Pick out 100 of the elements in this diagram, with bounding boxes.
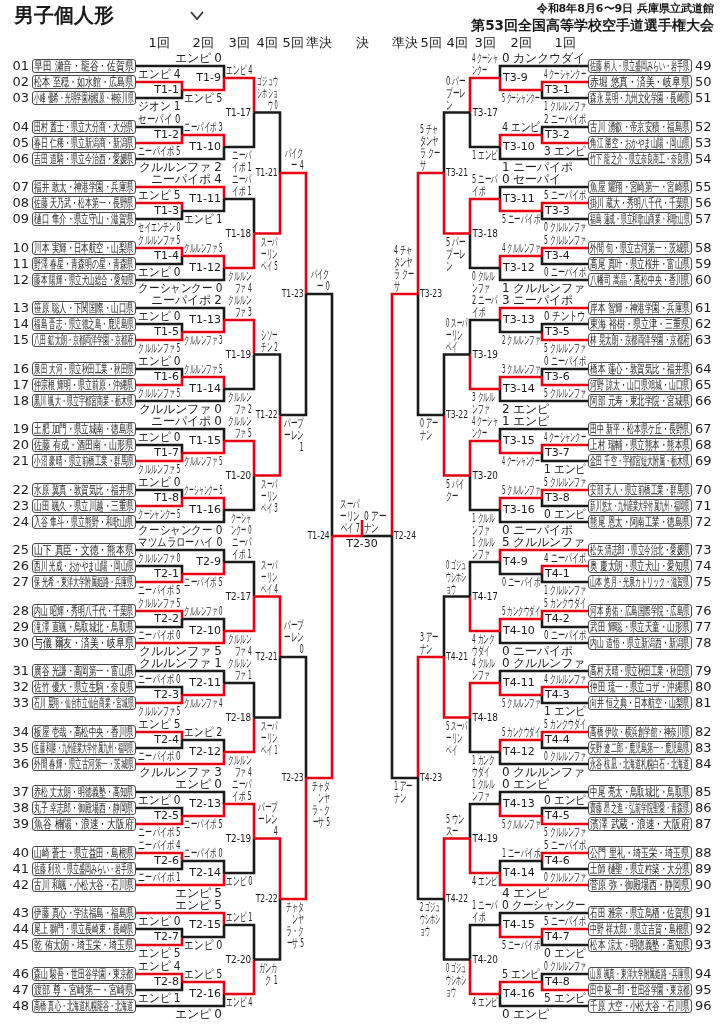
- bracket-line: [540, 564, 588, 574]
- entry-number: 95: [695, 983, 712, 997]
- entrant-card: 竹下 龍之介・県立奈良商工・奈良県: [588, 152, 692, 166]
- entry-number: 35: [12, 741, 29, 755]
- bracket-line: [136, 685, 184, 695]
- kata-score-label: 0 クルルンファ: [544, 960, 586, 972]
- bracket-line: [136, 185, 226, 199]
- bracket-line: [332, 534, 364, 538]
- kata-score-label: パイクー 4: [284, 147, 304, 171]
- bracket-line: [540, 256, 588, 266]
- entrant-card: 森山 駿吾・世田谷学園・東京都: [32, 967, 136, 981]
- entry-number: 22: [12, 483, 29, 497]
- kata-score-label: クルルンファ 5: [138, 463, 180, 475]
- kata-score-label: 5 ウンスー: [446, 812, 466, 837]
- entrant-card: 福島 晋志・県立徳之島・鹿児島県: [32, 317, 136, 331]
- entrant-card: 保 光希・東洋大学附属姫路・兵庫県: [32, 575, 136, 589]
- match-code: T4-6: [542, 855, 570, 867]
- bracket-line: [540, 453, 588, 463]
- bracket-line: [136, 619, 184, 629]
- bracket-line: [540, 211, 588, 221]
- bracket-line: [182, 925, 226, 939]
- bracket-line: [540, 367, 588, 377]
- match-code: T4-22: [444, 893, 468, 905]
- match-code: T3-17: [470, 106, 498, 119]
- match-code: T2-17: [226, 590, 254, 603]
- match-code: T4-15: [500, 919, 535, 931]
- entry-number: 59: [695, 257, 712, 271]
- entrant-card: 高村 天晴・県立秋田工業・秋田県: [588, 664, 692, 678]
- bracket-line: [182, 683, 226, 697]
- event-date-venue: 令和8年8月6〜9日 兵庫県立武道館: [536, 2, 714, 16]
- kata-score-label: ニーパイポ 3: [184, 121, 222, 133]
- match-code: T1-5: [154, 326, 182, 338]
- bracket-line: [498, 804, 542, 818]
- entry-number: 62: [695, 317, 712, 331]
- kata-score-label: 3 エンピ: [544, 145, 586, 157]
- bracket-line: [468, 354, 500, 391]
- round-heading: 3回: [474, 36, 496, 50]
- entrant-card: 滝澤 直颯・鳥取城北・鳥取県: [32, 620, 136, 634]
- match-code: T4-9: [500, 556, 528, 568]
- bracket-line: [224, 802, 256, 839]
- kata-score-label: クルルンファ 1: [227, 657, 252, 681]
- kata-score-label: 1 エンピ: [544, 705, 586, 717]
- bracket-line: [498, 496, 542, 510]
- entry-number: 81: [695, 696, 712, 710]
- bracket-line: [498, 669, 588, 683]
- entrant-card: 阿部 元寿・東北学院・宮城県: [588, 394, 692, 408]
- kata-score-label: 5 パイクー: [446, 477, 466, 502]
- kata-score-label: 0 ニーパイポ: [502, 645, 574, 657]
- kata-score-label: 2 クルルンファ: [502, 334, 540, 346]
- kata-score-label: クルルンファ 4: [227, 270, 252, 294]
- entry-number: 39: [12, 817, 29, 831]
- bracket-line: [224, 923, 256, 960]
- kata-score-label: エンピ 1: [226, 911, 252, 923]
- entry-number: 43: [12, 906, 29, 920]
- kata-score-label: 4 クルルンファ: [472, 657, 496, 681]
- match-code: T2-1: [154, 568, 182, 580]
- bracket-line: [498, 980, 542, 994]
- bracket-line: [360, 534, 392, 538]
- match-code: T2-21: [256, 651, 280, 663]
- match-code: T1-13: [189, 314, 224, 326]
- entrant-card: 上村 瑞輔・県立熊本・熊本県: [588, 438, 692, 452]
- match-code: T2-19: [226, 832, 254, 845]
- entrant-card: 福島 蓮成・県立和歌山商業・和歌山県: [588, 212, 692, 226]
- bracket-line: [224, 475, 256, 512]
- bracket-line: [468, 233, 500, 270]
- entry-number: 60: [695, 273, 712, 287]
- bracket-line: [468, 596, 500, 633]
- kata-score-label: 0 パープーレン: [446, 74, 467, 111]
- kata-score-label: ニーパイポ 5: [138, 145, 180, 157]
- bracket-line: [468, 76, 500, 113]
- entrant-card: 公門 里礼・埼玉栄・埼玉県: [588, 846, 692, 860]
- bracket-line: [136, 790, 226, 804]
- entry-number: 66: [695, 394, 712, 408]
- bracket-line: [136, 306, 226, 320]
- kata-score-label: 5 カンクウダイ: [544, 597, 586, 609]
- bracket-line: [498, 683, 542, 697]
- kata-score-label: エンピ 0: [138, 476, 180, 488]
- bracket-line: [254, 657, 282, 719]
- bracket-line: [498, 268, 588, 282]
- entrant-card: 松本 至穏・如水館・広島県: [32, 75, 136, 89]
- kata-score-label: エンピ 0: [174, 52, 222, 64]
- bracket-line: [136, 927, 184, 937]
- kata-score-label: 4 クーシャンクー: [472, 415, 498, 439]
- kata-score-label: 4 ニーパイポ: [544, 552, 586, 564]
- match-code: T3-1: [542, 84, 570, 96]
- bracket-line: [136, 730, 184, 740]
- bracket-line: [498, 441, 542, 455]
- entrant-card: 外間 春輝・県立古河第一・茨城県: [32, 757, 136, 771]
- bracket-line: [182, 617, 226, 631]
- entrant-card: 小峰 優希・光明学園相模原・神奈川県: [32, 91, 136, 105]
- entry-number: 49: [695, 59, 712, 73]
- entry-number: 40: [12, 846, 29, 860]
- kata-score-label: クーシャンクー 0: [138, 282, 222, 294]
- bracket-line: [136, 246, 184, 256]
- match-code: T4-8: [542, 976, 570, 988]
- entry-number: 33: [12, 696, 29, 710]
- entry-number: 91: [695, 906, 712, 920]
- entry-number: 06: [12, 152, 29, 166]
- entry-number: 17: [12, 378, 29, 392]
- match-code: T4-11: [500, 677, 535, 689]
